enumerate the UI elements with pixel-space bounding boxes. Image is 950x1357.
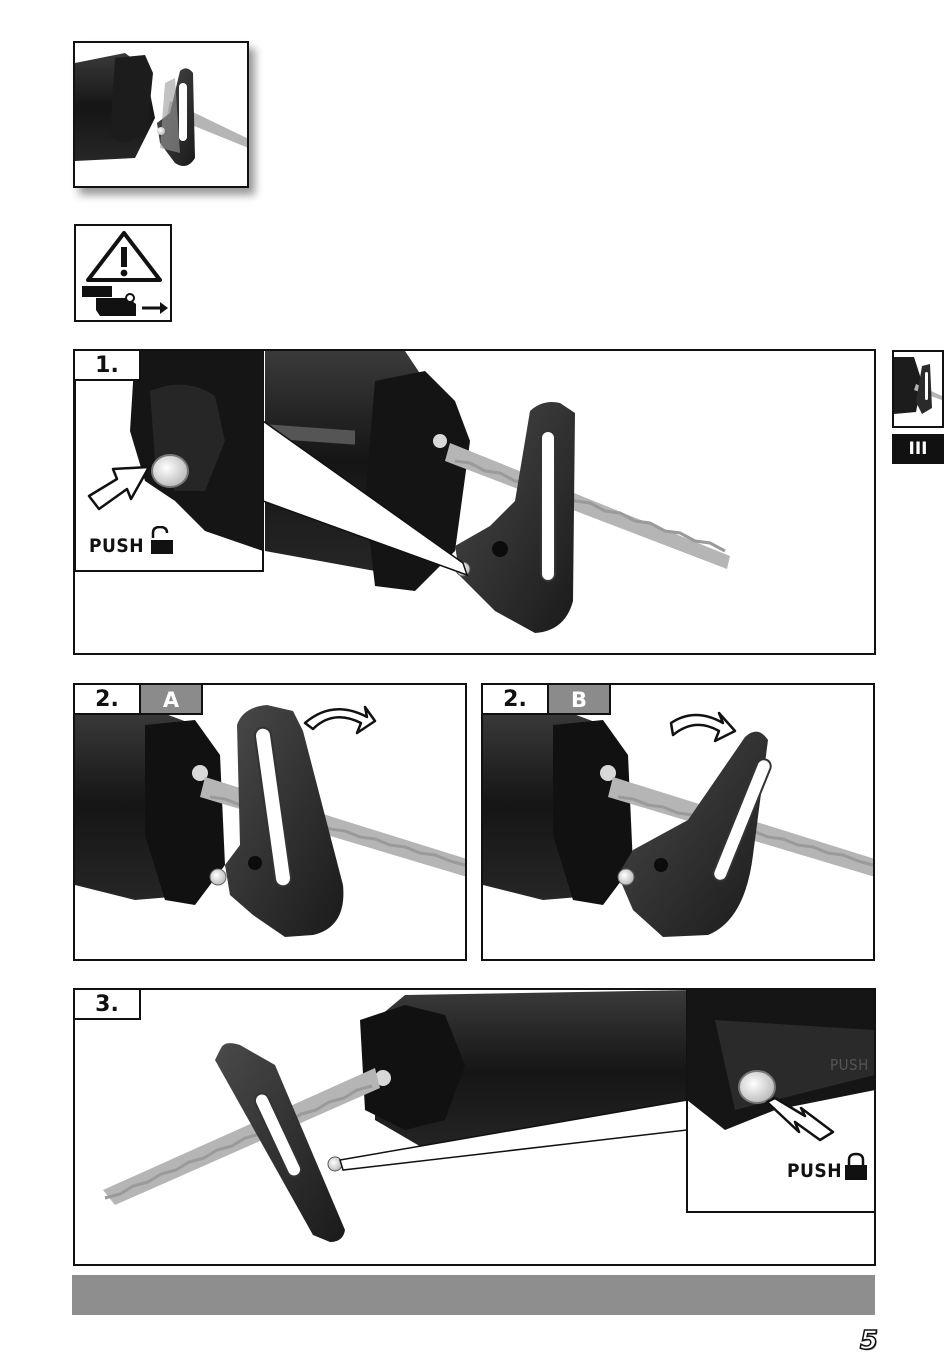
step-3-illustration	[75, 990, 874, 1264]
step-2a-illustration	[75, 685, 465, 959]
step-2b-illustration	[483, 685, 873, 959]
footer-bar	[72, 1275, 875, 1315]
step-2b-variant-label: B	[549, 685, 611, 715]
step-1-illustration	[75, 351, 874, 653]
page-number: 5	[860, 1326, 878, 1356]
step-2b-number: 2.	[483, 685, 549, 715]
step-3-engraved-text: PUSH	[830, 1056, 869, 1074]
warning-triangle-icon	[84, 230, 164, 282]
warning-box	[74, 224, 172, 322]
thumbnail-frame	[73, 41, 249, 188]
step-1-push-label: PUSH	[89, 535, 144, 557]
saw-blade-guard-icon	[894, 352, 942, 426]
saw-blade-guard-icon	[75, 43, 247, 186]
step-2a-variant-label: A	[141, 685, 203, 715]
step-3-panel: 3. PUSH PUSH	[73, 988, 876, 1266]
unlocked-padlock-icon	[149, 526, 175, 556]
step-2b-panel: 2. B	[481, 683, 875, 961]
step-3-push-label: PUSH	[787, 1160, 842, 1182]
step-3-number: 3.	[75, 990, 141, 1020]
step-2a-panel: 2. A	[73, 683, 467, 961]
step-1-panel: 1. PUSH	[73, 349, 876, 655]
step-2a-number: 2.	[75, 685, 141, 715]
section-tab-label: III	[892, 434, 944, 464]
unplug-battery-icon	[80, 284, 170, 320]
step-1-number: 1.	[75, 351, 141, 381]
locked-padlock-icon	[843, 1152, 869, 1182]
side-tab-thumbnail	[892, 350, 944, 428]
